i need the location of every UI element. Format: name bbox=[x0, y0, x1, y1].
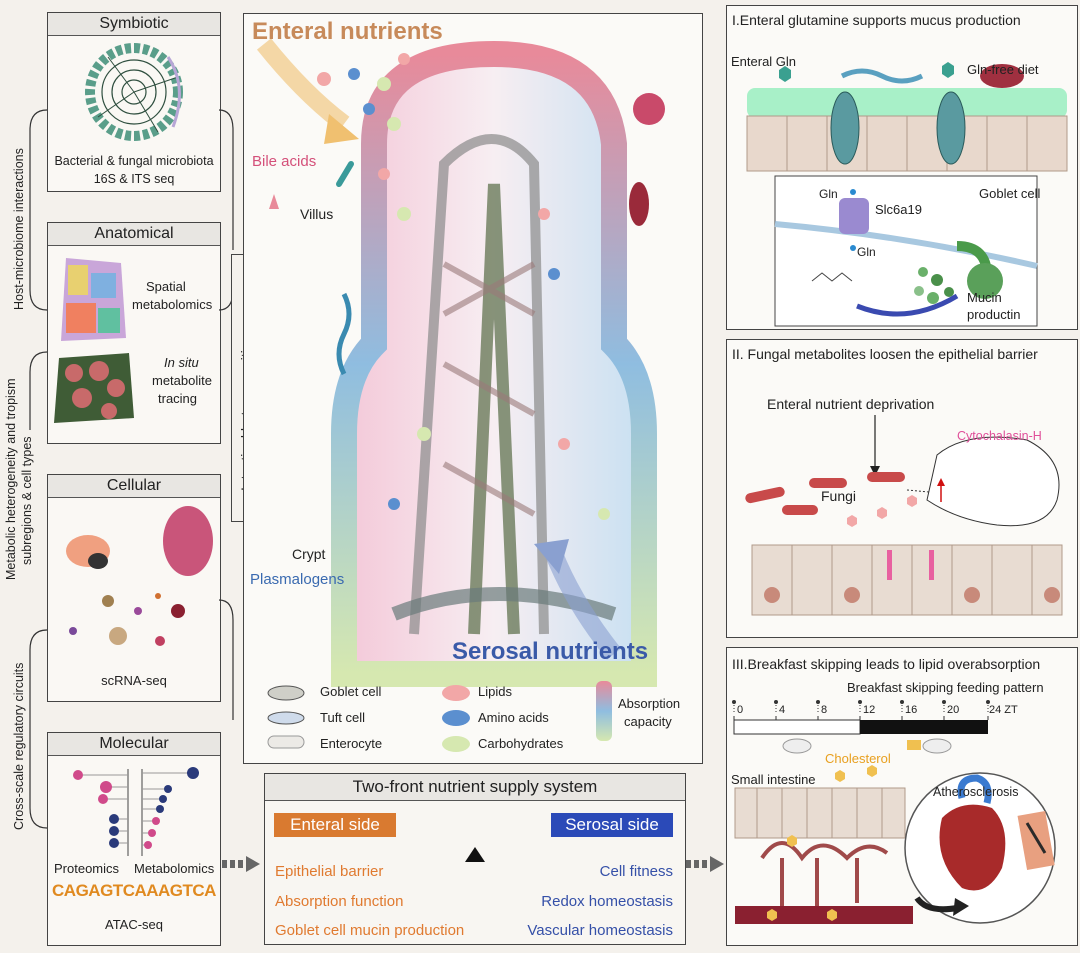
bile-acids-label: Bile acids bbox=[252, 153, 317, 170]
panel-1: I.Enteral glutamine supports mucus produ… bbox=[726, 5, 1078, 330]
anatomical-title: Anatomical bbox=[48, 223, 220, 246]
mucin-label-1: Mucin bbox=[967, 290, 1002, 305]
panel-1-title: I.Enteral glutamine supports mucus produ… bbox=[732, 12, 1021, 28]
serosal-item-3: Vascular homeostasis bbox=[527, 922, 673, 939]
gln-free-label: Gln-free diet bbox=[967, 62, 1039, 77]
tick-4: 4 bbox=[779, 704, 786, 716]
mucin-label-2: productin bbox=[967, 307, 1021, 322]
serosal-side-badge: Serosal side bbox=[551, 813, 673, 837]
enteral-nutrients-label: Enteral nutrients bbox=[252, 18, 443, 45]
serosal-item-1: Cell fitness bbox=[599, 863, 673, 880]
panel-2-title: II. Fungal metabolites loosen the epithe… bbox=[732, 346, 1038, 362]
symbiotic-box: Symbiotic Bacterial & fungal microbiota … bbox=[47, 12, 221, 192]
serosal-nutrients-label: Serosal nutrients bbox=[452, 638, 649, 665]
panel-3-title: III.Breakfast skipping leads to lipid ov… bbox=[732, 656, 1041, 672]
feeding-timeline bbox=[732, 700, 990, 754]
metabolic-label-1: Metabolic heterogeneity and tropism bbox=[4, 378, 18, 580]
symbiotic-caption-1: Bacterial & fungal microbiota bbox=[54, 154, 214, 168]
umap-plot-icon bbox=[66, 506, 213, 646]
anatomical-box: Anatomical Spatial metabolomics In situ … bbox=[47, 222, 221, 444]
serosal-item-2: Redox homeostasis bbox=[541, 893, 673, 910]
atherosclerosis-label: Atherosclerosis bbox=[933, 785, 1019, 799]
symbiotic-caption-2: 16S & ITS seq bbox=[93, 172, 175, 186]
cytochalasin-label: Cytochalasin-H bbox=[957, 429, 1042, 443]
insitu-label-2: metabolite bbox=[152, 373, 212, 388]
spatial-label-2: metabolomics bbox=[132, 297, 213, 312]
gln-bottom-label: Gln bbox=[857, 245, 876, 259]
insitu-label-3: tracing bbox=[158, 391, 198, 406]
enteral-item-1: Epithelial barrier bbox=[275, 863, 384, 880]
small-intestine-label: Small intestine bbox=[731, 772, 816, 787]
villus-label: Villus bbox=[300, 206, 334, 222]
cellular-title: Cellular bbox=[48, 475, 220, 498]
tick-20: 20 bbox=[947, 704, 960, 716]
atac-caption: ATAC-seq bbox=[104, 917, 164, 932]
tick-16: 16 bbox=[905, 704, 918, 716]
panel-3-illustration bbox=[734, 765, 1056, 924]
in-situ-tracing-icon bbox=[54, 353, 134, 423]
host-microbiome-label: Host-microbiome interactions bbox=[12, 148, 26, 310]
cholesterol-label: Cholesterol bbox=[825, 751, 891, 766]
tick-0: 0 bbox=[737, 704, 744, 716]
legend-enterocyte: Enterocyte bbox=[320, 736, 383, 751]
plasmalogens-label: Plasmalogens bbox=[250, 571, 345, 588]
tick-24: 24 ZT bbox=[989, 704, 1018, 716]
deprivation-label: Enteral nutrient deprivation bbox=[767, 396, 935, 412]
cellular-box: Cellular scRNA-seq bbox=[47, 474, 221, 702]
legend-tuft: Tuft cell bbox=[320, 710, 366, 725]
phylogenetic-tree-icon bbox=[85, 43, 183, 141]
proteomics-label: Proteomics bbox=[54, 861, 120, 876]
panel-2: II. Fungal metabolites loosen the epithe… bbox=[726, 339, 1078, 638]
panel-3: III.Breakfast skipping leads to lipid ov… bbox=[726, 647, 1078, 946]
legend-amino-acids: Amino acids bbox=[478, 710, 549, 725]
fungi-label: Fungi bbox=[821, 488, 857, 504]
legend-carbohydrates: Carbohydrates bbox=[478, 736, 564, 751]
enteral-item-2: Absorption function bbox=[275, 893, 404, 910]
insitu-label-1: In situ bbox=[164, 355, 199, 370]
balance-triangle-icon bbox=[465, 847, 485, 862]
two-front-title: Two-front nutrient supply system bbox=[265, 774, 685, 801]
molecular-box: Molecular Proteomics Metabolomics CAGAGT… bbox=[47, 732, 221, 946]
enteral-item-3: Goblet cell mucin production bbox=[275, 922, 465, 939]
molecular-title: Molecular bbox=[48, 733, 220, 756]
metabolomics-label: Metabolomics bbox=[134, 861, 215, 876]
slc-label: Slc6a19 bbox=[875, 202, 922, 217]
panel-1-illustration bbox=[746, 62, 1068, 327]
enteral-side-badge: Enteral side bbox=[274, 813, 396, 837]
left-brackets bbox=[29, 109, 48, 829]
symbiotic-title: Symbiotic bbox=[48, 13, 220, 36]
spatial-label-1: Spatial bbox=[146, 279, 186, 294]
legend-absorption-2: capacity bbox=[624, 714, 672, 729]
legend-lipids: Lipids bbox=[478, 684, 512, 699]
panel-2-illustration bbox=[745, 415, 1063, 616]
flow-arrow-left bbox=[222, 856, 260, 872]
two-front-panel: Two-front nutrient supply system Enteral… bbox=[264, 773, 686, 945]
villus-illustration bbox=[256, 38, 665, 752]
legend-absorption-1: Absorption bbox=[618, 696, 681, 711]
spatial-map-icon bbox=[61, 258, 126, 341]
flow-arrow-right bbox=[686, 856, 724, 872]
atac-motif: CAGAGTCAAAGTCA bbox=[52, 881, 216, 900]
center-panel: Enteral nutrients Bile acids Villus Cryp… bbox=[243, 13, 703, 764]
crypt-label: Crypt bbox=[292, 546, 326, 562]
tick-12: 12 bbox=[863, 704, 876, 716]
enteral-gln-label: Enteral Gln bbox=[731, 54, 797, 69]
cellular-caption: scRNA-seq bbox=[101, 673, 167, 688]
metabolic-label-2: subregions & cell types bbox=[20, 436, 34, 565]
goblet-cell-label: Goblet cell bbox=[979, 186, 1041, 201]
feeding-pattern-label: Breakfast skipping feeding pattern bbox=[847, 680, 1044, 695]
cross-scale-label: Cross-scale regulatory circuits bbox=[12, 662, 26, 830]
tick-8: 8 bbox=[821, 704, 828, 716]
gln-top-label: Gln bbox=[819, 187, 838, 201]
legend-goblet: Goblet cell bbox=[320, 684, 382, 699]
lollipop-plots-icon bbox=[73, 767, 199, 856]
